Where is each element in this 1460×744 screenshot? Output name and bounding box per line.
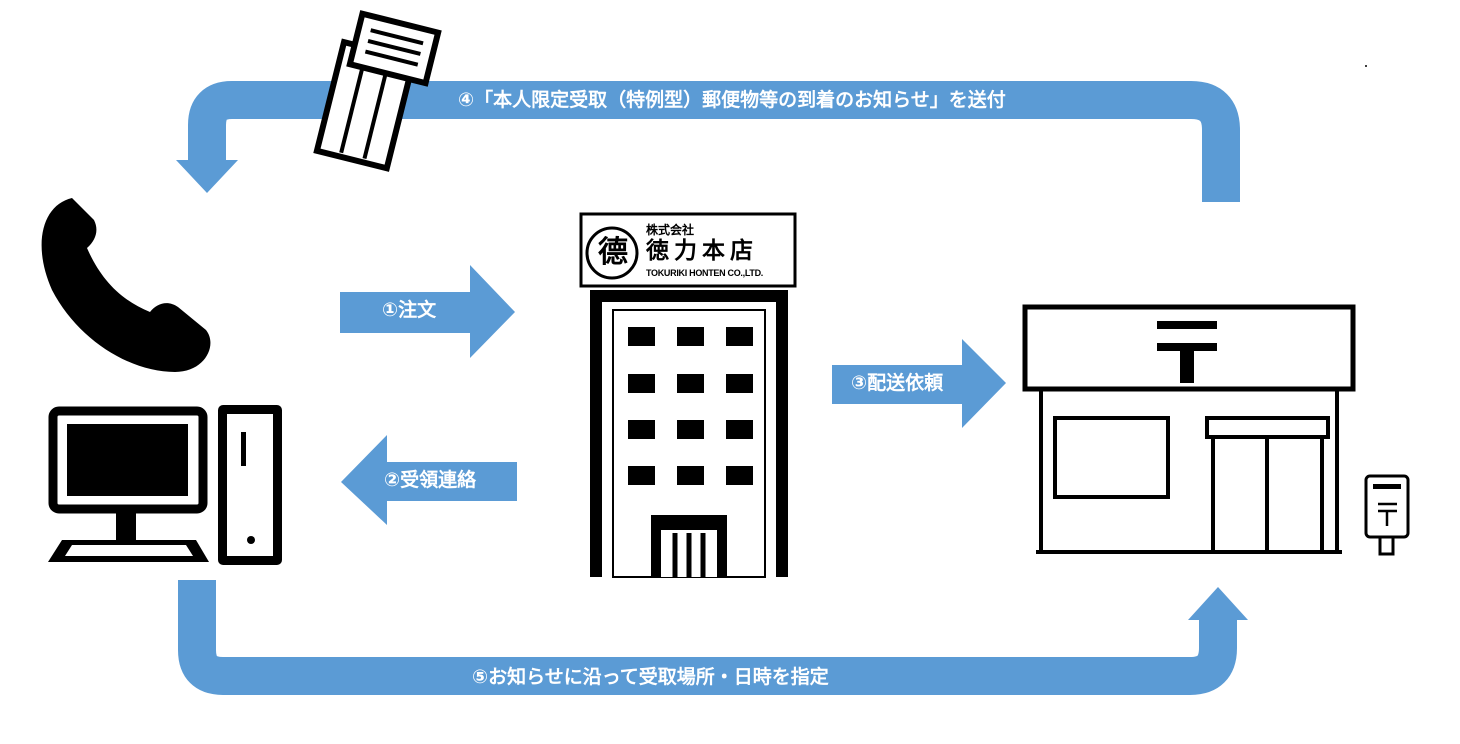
company-name-en: TOKURIKI HONTEN CO.,LTD.	[646, 268, 763, 278]
step-delivery-request-label: ③配送依頼	[851, 372, 944, 394]
arrow-specify	[178, 580, 1248, 695]
arrow-receipt-contact	[341, 435, 517, 525]
desktop-computer-icon	[48, 405, 282, 565]
step-order-label: ①注文	[382, 299, 437, 321]
mailbox-icon	[1364, 474, 1410, 556]
office-building-icon	[590, 290, 788, 578]
arrow-notice	[176, 81, 1240, 202]
company-logo-mark: 德	[598, 235, 628, 270]
step-notice-label: ④「本人限定受取（特例型）郵便物等の到着のお知らせ」を送付	[458, 89, 1006, 111]
company-type: 株式会社	[646, 223, 695, 237]
step-receipt-contact-label: ②受領連絡	[384, 469, 477, 491]
step-specify-pickup-label: ⑤お知らせに沿って受取場所・日時を指定	[472, 666, 829, 688]
arrow-delivery-request	[832, 339, 1006, 428]
company-name: 徳力本店	[646, 238, 758, 264]
postal-mark-icon	[1157, 321, 1217, 383]
stray-dot	[1365, 65, 1367, 67]
company-sign	[579, 212, 797, 288]
arrow-order	[340, 265, 515, 358]
telephone-icon	[41, 198, 211, 372]
envelope-notice-icon	[313, 10, 442, 172]
